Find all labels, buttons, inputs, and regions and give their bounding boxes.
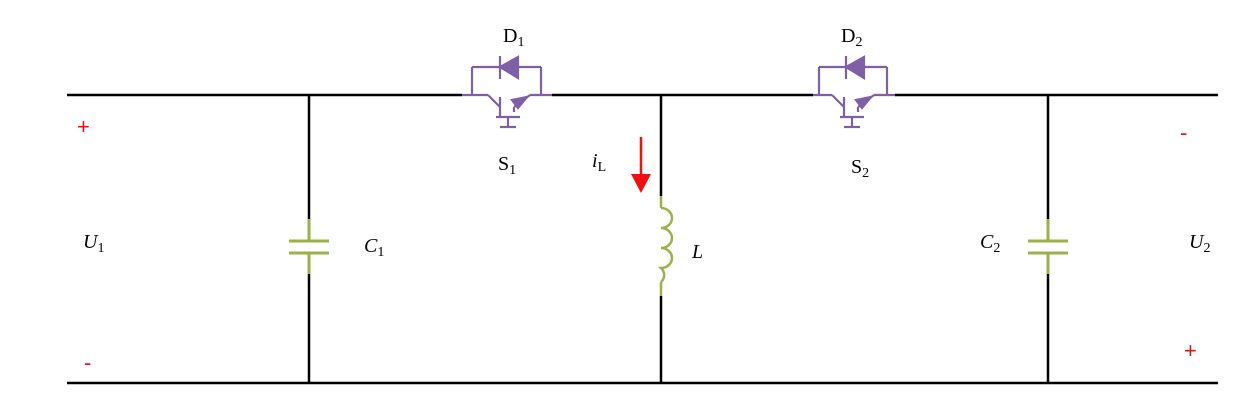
igbt-s1-emitter-arrow: [510, 95, 530, 110]
polarity-left-top: +: [77, 114, 90, 139]
polarity-right-bottom: +: [1184, 338, 1197, 363]
label-u2: U2: [1189, 231, 1210, 256]
switch-s1-with-diode-d1: [462, 55, 552, 129]
current-arrow-il: [631, 137, 651, 193]
capacitor-c2: [1028, 219, 1068, 274]
igbt-s2-emitter-arrow: [854, 95, 874, 110]
polarity-left-bottom: -: [84, 350, 91, 375]
capacitor-c1: [289, 219, 329, 274]
label-l: L: [691, 241, 703, 263]
switch-s2-with-diode-d2: [813, 55, 895, 129]
inductor-l: [657, 196, 674, 296]
label-d1: D1: [503, 25, 524, 50]
wires: [67, 93, 1218, 385]
label-s1: S1: [498, 153, 516, 178]
label-u1: U1: [83, 231, 104, 256]
label-s2: S2: [851, 156, 869, 181]
label-c2: C2: [980, 231, 1000, 256]
label-d2: D2: [841, 25, 862, 50]
diode-d1-triangle: [497, 55, 520, 80]
polarity-right-top: -: [1180, 120, 1187, 145]
label-c1: C1: [364, 235, 384, 260]
label-il: iL: [592, 150, 606, 175]
diode-d2-triangle: [843, 55, 866, 80]
